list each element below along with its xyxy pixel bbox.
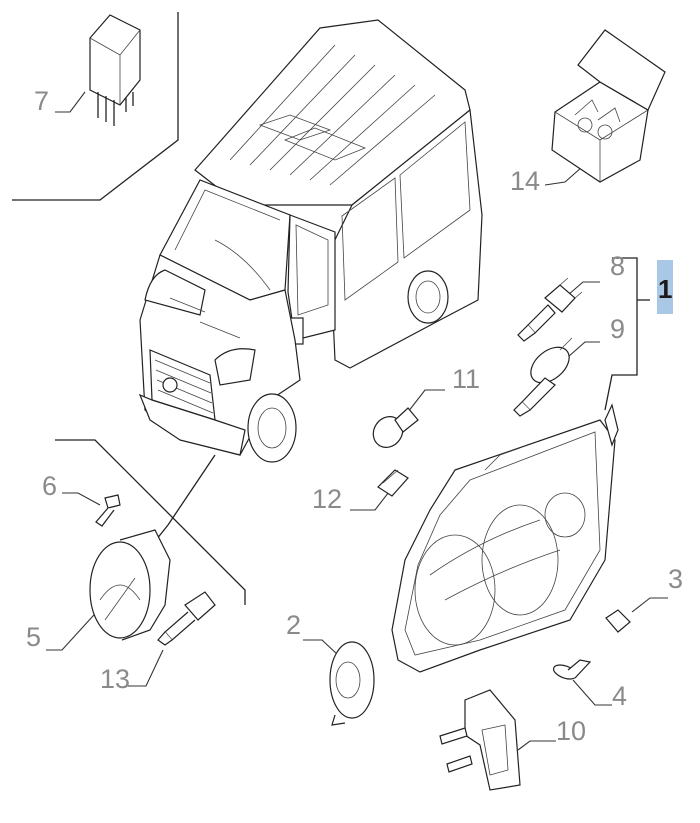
bulb-h11 [157, 591, 216, 646]
callout-1-highlight [657, 260, 673, 314]
callout-13[interactable]: 13 [100, 664, 130, 694]
callout-3[interactable]: 3 [668, 564, 683, 594]
van-illustration [138, 19, 483, 463]
callout-14[interactable]: 14 [510, 166, 540, 196]
callout-5[interactable]: 5 [26, 622, 41, 652]
callout-8[interactable]: 8 [610, 251, 625, 281]
callout-1[interactable]: 1 [658, 274, 672, 304]
bulb-h7 [513, 337, 573, 417]
clip-3 [605, 609, 631, 633]
bulb-w5w [377, 469, 409, 497]
headlamp-assembly [391, 403, 619, 673]
callout-labels: 1 2 3 4 5 6 7 8 9 10 11 12 13 14 [26, 86, 683, 746]
relay-part [89, 14, 141, 126]
callout-7[interactable]: 7 [34, 86, 49, 116]
callout-10[interactable]: 10 [556, 716, 586, 746]
screw-4 [552, 659, 592, 680]
callout-4[interactable]: 4 [612, 681, 627, 711]
callout-9[interactable]: 9 [610, 314, 625, 344]
callout-6[interactable]: 6 [42, 471, 57, 501]
callout-12[interactable]: 12 [312, 484, 342, 514]
bulb-p21w [372, 407, 419, 448]
callout-2[interactable]: 2 [286, 610, 301, 640]
callout-11[interactable]: 11 [452, 364, 480, 394]
bulb-kit-box [551, 29, 666, 183]
bracket-10 [439, 689, 521, 791]
fog-lamp [89, 529, 171, 641]
bulb-h1 [517, 277, 583, 342]
lamp-cover [329, 641, 375, 726]
screw-6 [95, 494, 121, 527]
